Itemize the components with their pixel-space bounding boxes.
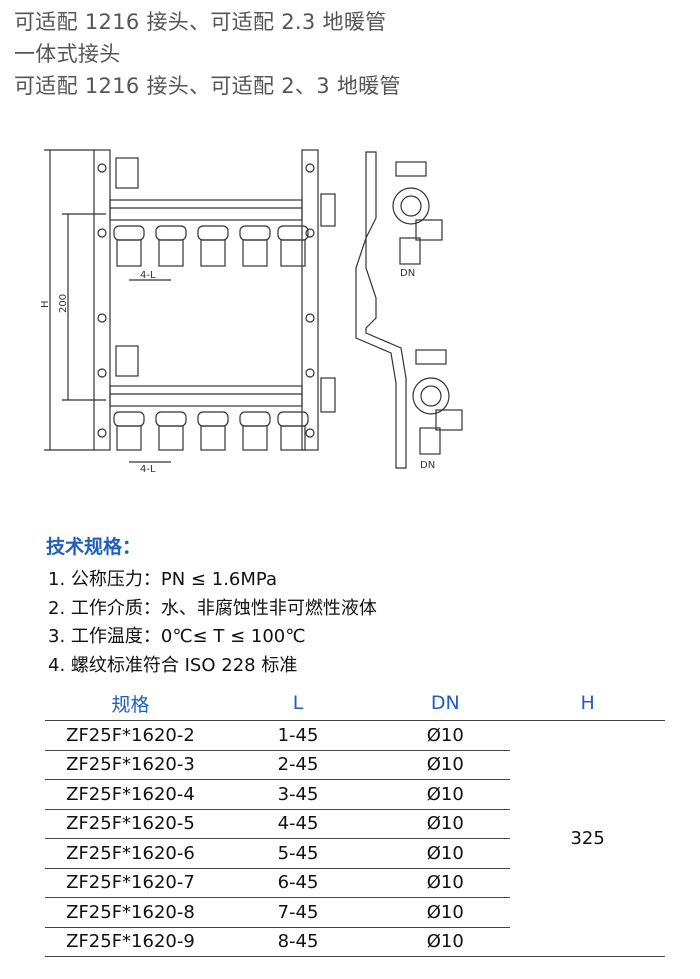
spec-table: 规格 L DN H ZF25F*1620-2 1-45 Ø10 325 ZF25… (45, 686, 665, 957)
cell-dn: Ø10 (380, 750, 511, 780)
table-row: ZF25F*1620-3 2-45 Ø10 (45, 750, 665, 780)
table-header-row: 规格 L DN H (45, 686, 665, 721)
table-row: ZF25F*1620-9 8-45 Ø10 (45, 927, 665, 957)
spec-list: 1. 公称压力：PN ≤ 1.6MPa 2. 工作介质：水、非腐蚀性非可燃性液体… (48, 566, 377, 680)
bottom-air-valve (115, 345, 139, 377)
table-row: ZF25F*1620-4 3-45 Ø10 (45, 779, 665, 810)
header-l: L (215, 686, 381, 721)
cell-l: 1-45 (215, 720, 381, 751)
cell-model: ZF25F*1620-2 (45, 720, 216, 751)
cell-model: ZF25F*1620-9 (45, 927, 216, 957)
intro-line-2: 一体式接头 (14, 42, 121, 66)
cell-l: 6-45 (215, 868, 381, 898)
dimension-h-label: H (40, 300, 51, 308)
cell-l: 4-45 (215, 809, 381, 839)
top-outlets (113, 225, 309, 267)
cell-dn: Ø10 (380, 868, 511, 898)
table-row: ZF25F*1620-6 5-45 Ø10 (45, 838, 665, 869)
spec-item-medium: 2. 工作介质：水、非腐蚀性非可燃性液体 (48, 597, 377, 619)
spec-table-wrap: 规格 L DN H ZF25F*1620-2 1-45 Ø10 325 ZF25… (45, 686, 665, 957)
cell-l: 5-45 (215, 838, 381, 869)
top-manifold-bar (109, 199, 303, 221)
dimension-4l-bottom-label: 4-L (140, 464, 156, 475)
cell-model: ZF25F*1620-4 (45, 779, 216, 810)
cell-l: 7-45 (215, 897, 381, 928)
dn-bottom-label: DN (420, 460, 435, 471)
cell-dn: Ø10 (380, 897, 511, 928)
intro-block: 可适配 1216 接头、可适配 2.3 地暖管 一体式接头 可适配 1216 接… (14, 6, 401, 102)
intro-line-1: 可适配 1216 接头、可适配 2.3 地暖管 (14, 10, 387, 34)
right-bracket (301, 149, 319, 451)
top-air-valve (115, 157, 139, 189)
table-row: ZF25F*1620-7 6-45 Ø10 (45, 868, 665, 898)
cell-h: 325 (510, 720, 665, 957)
spec-item-temperature: 3. 工作温度：0℃≤ T ≤ 100℃ (48, 626, 306, 647)
cell-l: 2-45 (215, 750, 381, 780)
side-view (355, 151, 463, 469)
header-h: H (510, 686, 665, 721)
cell-l: 8-45 (215, 927, 381, 957)
cell-model: ZF25F*1620-6 (45, 838, 216, 869)
cell-dn: Ø10 (380, 838, 511, 869)
table-row: ZF25F*1620-8 7-45 Ø10 (45, 897, 665, 928)
tech-spec-title: 技术规格： (46, 536, 142, 558)
cell-model: ZF25F*1620-7 (45, 868, 216, 898)
spec-item-pressure: 1. 公称压力：PN ≤ 1.6MPa (48, 569, 277, 590)
table-row: ZF25F*1620-5 4-45 Ø10 (45, 809, 665, 839)
header-dn: DN (380, 686, 511, 721)
table-row: ZF25F*1620-2 1-45 Ø10 325 (45, 720, 665, 957)
cell-l: 3-45 (215, 779, 381, 810)
intro-line-3: 可适配 1216 接头、可适配 2、3 地暖管 (14, 74, 401, 98)
cell-dn: Ø10 (380, 927, 511, 957)
cell-dn: Ø10 (380, 720, 511, 751)
bottom-manifold-bar (109, 385, 303, 407)
bottom-outlets (113, 411, 309, 451)
cell-model: ZF25F*1620-8 (45, 897, 216, 928)
left-bracket (93, 149, 111, 451)
header-model: 规格 (45, 686, 216, 721)
cell-dn: Ø10 (380, 779, 511, 810)
technical-drawing: H 200 4-L 4-L DN DN (36, 138, 476, 483)
cell-model: ZF25F*1620-5 (45, 809, 216, 839)
manifold-drawing-svg: H 200 4-L 4-L DN DN (40, 149, 463, 475)
dimension-4l-top-label: 4-L (140, 270, 156, 281)
dimension-200-label: 200 (58, 294, 69, 313)
cell-dn: Ø10 (380, 809, 511, 839)
dn-top-label: DN (400, 268, 415, 279)
cell-model: ZF25F*1620-3 (45, 750, 216, 780)
spec-item-thread: 4. 螺纹标准符合 ISO 228 标准 (48, 654, 298, 676)
